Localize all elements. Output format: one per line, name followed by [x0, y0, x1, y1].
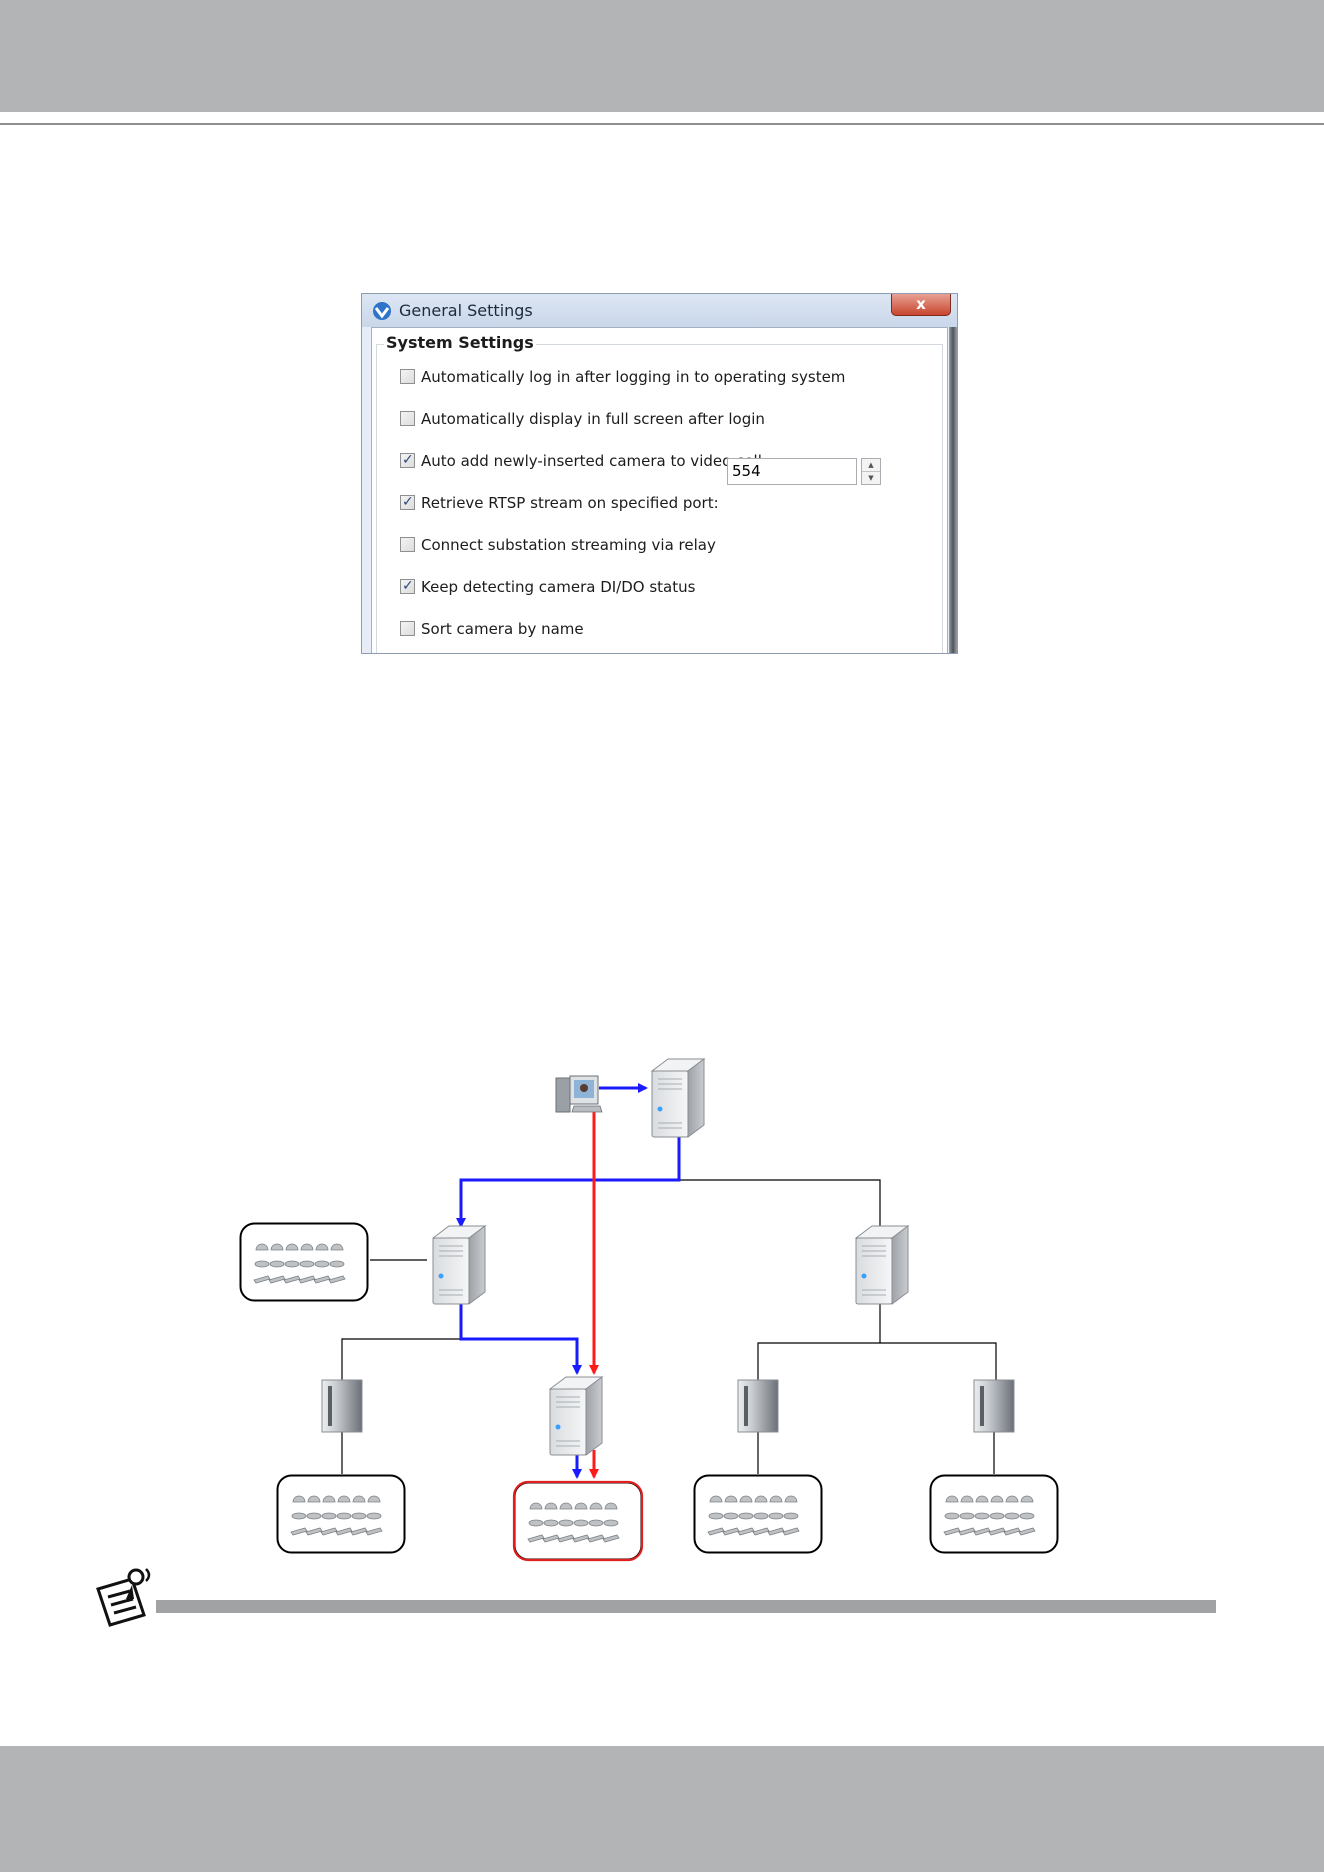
check-mark-icon: ✓	[402, 494, 414, 510]
tree-connections	[341, 1179, 997, 1474]
camera-group-icon	[276, 1474, 406, 1554]
checkbox[interactable]: ✓	[400, 578, 415, 594]
dialog-scroll-edge	[949, 327, 957, 653]
recording-server-icon	[737, 1379, 779, 1433]
option-label: Automatically display in full screen aft…	[421, 410, 765, 428]
check-mark-icon: ✓	[402, 452, 414, 468]
rtsp-port-input[interactable]: 554	[727, 458, 857, 485]
server-icon	[432, 1225, 486, 1305]
spin-up-icon[interactable]: ▲	[862, 459, 880, 472]
option-label: Sort camera by name	[421, 620, 584, 638]
checkbox[interactable]: ✓	[400, 494, 415, 510]
spin-down-icon[interactable]: ▼	[868, 474, 874, 482]
camera-group-icon	[693, 1474, 823, 1554]
option-label: Auto add newly-inserted camera to video …	[421, 452, 762, 470]
page-header	[0, 0, 1324, 112]
recording-server-icon	[973, 1379, 1015, 1433]
server-icon	[549, 1376, 603, 1456]
note-icon	[96, 1568, 151, 1627]
option-label: Keep detecting camera DI/DO status	[421, 578, 696, 596]
app-logo-icon	[373, 302, 391, 320]
dialog-title: General Settings	[399, 301, 533, 320]
highlighted-camera-group	[512, 1480, 644, 1562]
client-workstation-icon	[555, 1075, 603, 1113]
option-label: Automatically log in after logging in to…	[421, 368, 846, 386]
option-label: Retrieve RTSP stream on specified port:	[421, 494, 719, 512]
checkbox[interactable]: ✓	[400, 452, 415, 468]
checkbox[interactable]	[400, 369, 415, 384]
camera-group-icon	[239, 1222, 369, 1302]
camera-group-icon	[513, 1481, 643, 1561]
note-divider	[156, 1600, 1216, 1613]
check-mark-icon: ✓	[402, 578, 414, 594]
dialog-client-area: System Settings Automatically log in aft…	[371, 327, 948, 653]
port-spinner[interactable]: ▲ ▼	[861, 458, 881, 485]
server-icon	[855, 1225, 909, 1305]
header-rule	[0, 123, 1324, 125]
recording-server-icon	[321, 1379, 363, 1433]
dialog-titlebar: General Settings x	[362, 294, 957, 327]
general-settings-dialog: General Settings x System Settings Autom…	[361, 293, 958, 654]
checkbox[interactable]	[400, 411, 415, 426]
option-label: Connect substation streaming via relay	[421, 536, 716, 554]
group-title: System Settings	[384, 333, 536, 352]
server-icon	[651, 1058, 705, 1138]
checkbox[interactable]	[400, 537, 415, 552]
checkbox[interactable]	[400, 621, 415, 636]
camera-group-icon	[929, 1474, 1059, 1554]
system-settings-group	[376, 344, 943, 653]
close-button[interactable]: x	[891, 294, 951, 316]
page-footer	[0, 1746, 1324, 1872]
